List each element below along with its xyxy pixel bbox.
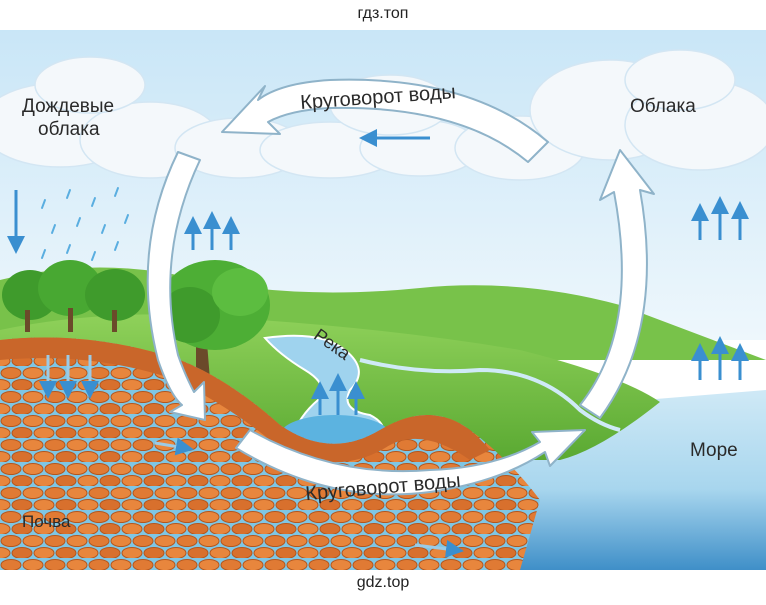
label-rain-clouds-1: Дождевые — [22, 96, 114, 117]
watermark-bottom: gdz.top — [356, 574, 410, 591]
cycle-arrow-top — [221, 78, 549, 163]
water-cycle-diagram: Круговорот воды Круговорот воды Дождевые… — [0, 30, 766, 570]
watermark-top: гдз.топ — [357, 5, 409, 22]
rain — [41, 187, 129, 261]
cycle-arrow-right — [579, 149, 655, 419]
label-rain-clouds-2: облака — [38, 119, 100, 140]
groundwater-arrow-1 — [154, 437, 194, 456]
blue-arrows — [7, 129, 749, 558]
soil-top-layer — [0, 337, 490, 463]
tree — [160, 260, 270, 380]
river-stream — [359, 358, 621, 432]
forest-left — [2, 260, 145, 332]
label-soil: Почва — [22, 512, 71, 531]
label-clouds: Облака — [630, 96, 696, 117]
cycle-arrow-left — [146, 151, 206, 421]
cycle-arrows — [146, 78, 655, 496]
label-sea: Море — [690, 440, 738, 461]
cycle-arrow-bottom — [235, 429, 586, 496]
groundwater-arrow-2 — [414, 539, 464, 558]
